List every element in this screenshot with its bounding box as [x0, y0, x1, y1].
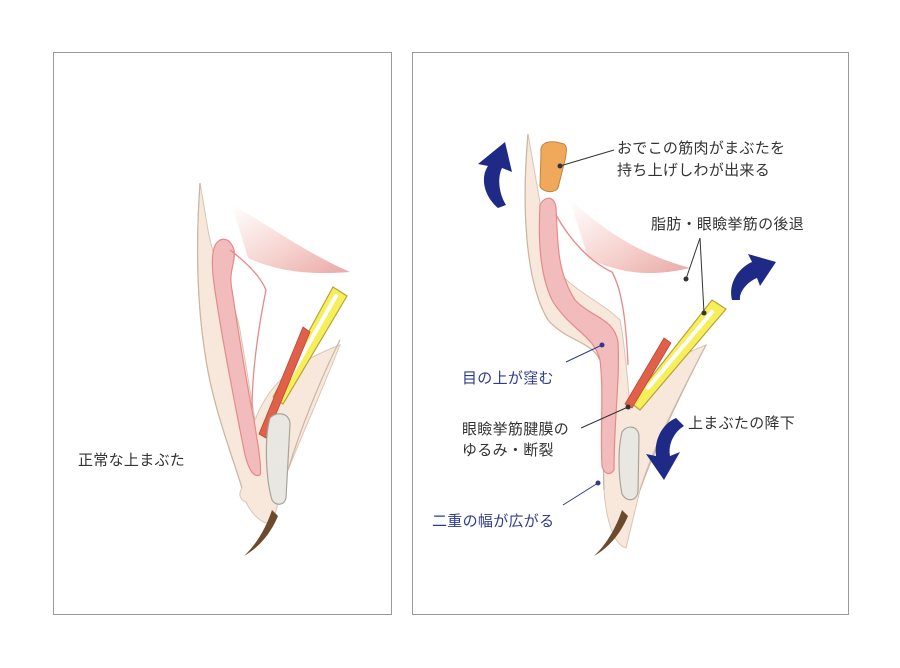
leader-forehead	[560, 150, 614, 166]
leader-fat-b	[700, 238, 704, 313]
label-forehead-line2: 持ち上げしわが出来る	[617, 160, 770, 181]
leader-dot-aponeurosis	[626, 405, 631, 410]
frontalis-pad	[540, 142, 566, 192]
normal-eyelid-illustration	[198, 183, 350, 556]
label-crease-widen: 二重の幅が広がる	[432, 511, 554, 532]
label-hollow: 目の上が窪む	[462, 368, 554, 389]
label-forehead-line1: おでこの筋肉がまぶたを	[617, 138, 785, 159]
label-aponeurosis-line1: 眼瞼挙筋腱膜の	[462, 419, 569, 440]
label-aponeurosis-line2: ゆるみ・断裂	[462, 440, 554, 461]
leader-dot-fat-b	[702, 311, 707, 316]
label-normal-eyelid: 正常な上まぶた	[78, 450, 185, 471]
orbit-shadow-right	[570, 200, 690, 273]
leader-dot-crease	[596, 481, 601, 486]
label-fat-retreat: 脂肪・眼瞼挙筋の後退	[651, 214, 804, 235]
drooping-eyelid-illustration	[478, 134, 776, 556]
leader-crease	[563, 483, 598, 505]
label-lid-drop: 上まぶたの降下	[688, 413, 795, 434]
orbit-shadow	[232, 205, 350, 273]
tarsal-plate-right	[619, 427, 639, 500]
arrow-up-levator	[731, 254, 776, 300]
tarsal-plate	[266, 414, 290, 505]
leader-fat-a	[686, 238, 700, 279]
leader-dot-hollow	[600, 343, 605, 348]
leader-dot-fat-a	[684, 277, 689, 282]
leader-dot-forehead	[558, 164, 563, 169]
arrow-up-forehead	[478, 142, 512, 208]
